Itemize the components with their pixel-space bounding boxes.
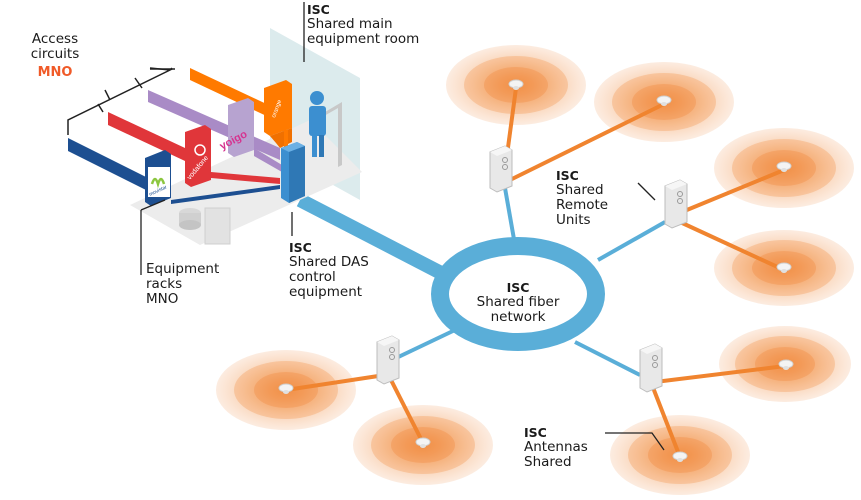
main-fiber-trunk <box>296 193 449 282</box>
isc-tag: ISC <box>556 168 579 183</box>
antenna-links <box>285 87 786 458</box>
movistar-logo-icon <box>150 177 166 189</box>
antenna-icon <box>508 79 524 90</box>
label-line: equipment <box>289 284 363 300</box>
label-line: MNO <box>146 291 179 307</box>
remote-unit-icon <box>639 343 663 393</box>
remote-unit-icon <box>376 335 400 385</box>
operator-racks: orange yoigo vodafone movistar <box>145 80 292 206</box>
isc-tag: ISC <box>524 425 547 440</box>
remote-unit-icon <box>664 179 688 229</box>
fiber-links <box>296 187 666 377</box>
isc-tag: ISC <box>506 280 530 295</box>
label-line: Antennas <box>524 439 588 455</box>
rack-vodafone: vodafone <box>185 125 211 187</box>
rack-yoigo: yoigo <box>218 98 254 157</box>
das-control-icon <box>281 142 305 203</box>
antennas <box>278 79 794 462</box>
label-line: control <box>289 269 336 285</box>
storage-icon <box>179 208 201 230</box>
fiber-network-label: ISC Shared fiber network <box>468 280 568 325</box>
remote-units-label: ISC Shared Remote Units <box>556 168 608 228</box>
fiber-ring <box>431 237 605 351</box>
mno-tag: MNO <box>37 65 73 80</box>
isc-tag: ISC <box>289 240 312 255</box>
main-room-label: ISC Shared main equipment room <box>307 2 419 47</box>
leader-lines <box>140 2 665 451</box>
label-line: Equipment <box>146 261 220 277</box>
antenna-icon <box>778 359 794 370</box>
das-control-label: ISC Shared DAS control equipment <box>289 240 369 300</box>
label-line: Shared fiber <box>476 294 560 310</box>
label-line: Shared <box>556 182 604 198</box>
circuit-vodafone <box>108 112 200 168</box>
circuit-movistar <box>68 138 152 193</box>
fiber-link <box>574 340 641 377</box>
remote-units <box>376 145 688 393</box>
antennas-label: ISC Antennas Shared <box>524 425 588 470</box>
label-line: equipment room <box>307 31 420 47</box>
server-icon <box>204 207 231 245</box>
antenna-icon <box>776 161 792 172</box>
fiber-link <box>503 187 517 246</box>
remote-unit-icon <box>489 145 513 193</box>
rack-to-das-links <box>171 130 288 204</box>
antenna-icon <box>672 451 688 462</box>
person-icon <box>309 91 326 157</box>
label-line: Remote <box>556 197 609 213</box>
access-circuits-label: Access circuits MNO <box>22 31 88 81</box>
label-line: circuits <box>30 46 80 62</box>
label-line: Shared DAS <box>289 254 369 270</box>
label-line: Shared main <box>307 16 393 32</box>
label-line: network <box>490 309 546 325</box>
equipment-racks-label: Equipment racks MNO <box>146 262 219 307</box>
antenna-icon <box>776 262 792 273</box>
label-line: Units <box>556 212 591 228</box>
antenna-icon <box>656 95 672 106</box>
antenna-icon <box>415 437 431 448</box>
label-line: Access <box>31 31 79 47</box>
access-circuits-bracket <box>67 67 175 135</box>
fiber-link <box>597 220 666 262</box>
label-line: Shared <box>524 454 572 470</box>
label-line: racks <box>146 276 183 292</box>
fiber-link <box>391 328 456 362</box>
isc-tag: ISC <box>307 2 330 17</box>
door-frame <box>320 102 342 167</box>
antenna-icon <box>278 383 294 394</box>
rack-movistar: movistar <box>145 150 171 206</box>
